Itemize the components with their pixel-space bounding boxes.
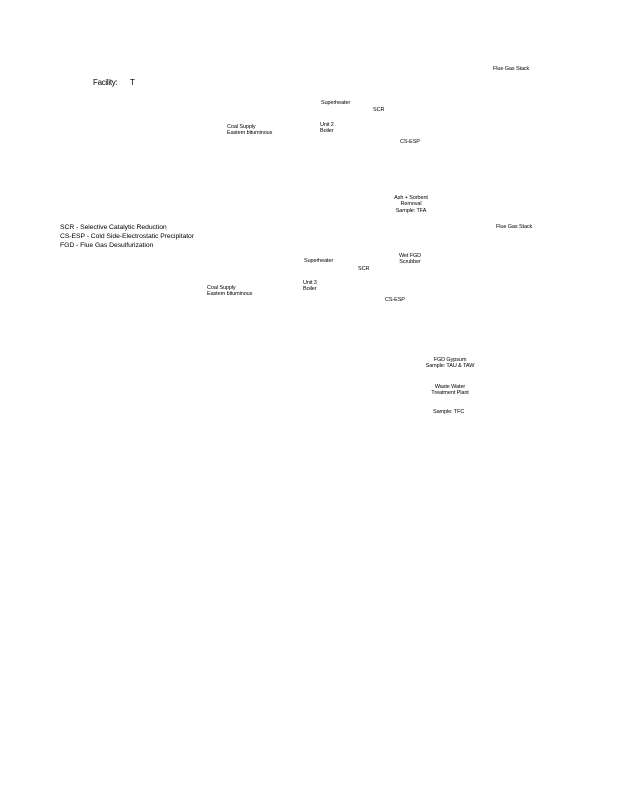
unit2-scr-label: SCR [373,107,385,113]
unit2-flue-gas-stack-label: Flue Gas Stack [493,66,530,72]
wet-fgd-line1: Wet FGD [398,253,422,259]
gypsum-line2: Sample: TAU & TAW [425,363,475,370]
ash-sorbent-removal-label: Ash + Sorbent Removal Sample: TFA [390,195,432,214]
unit3-cs-esp-label: CS-ESP [385,297,405,303]
unit3-boiler-line2: Boiler [303,286,317,293]
wwtp-line2: Treatment Plant [431,390,469,397]
unit2-coal-line1: Coal Supply [227,124,256,130]
unit2-cs-esp-label: CS-ESP [400,139,420,145]
unit2-coal-line2: Eastern bituminous [227,130,273,137]
unit2-boiler-label: Unit 2 Boiler [320,122,334,135]
unit3-boiler-line1: Unit 3 [303,280,317,286]
unit3-scr-label: SCR [358,266,370,272]
facility-value: T [130,78,135,87]
ash-line2: Removal [400,201,422,208]
unit3-coal-supply-label: Coal Supply Eastern bituminous [207,285,252,298]
ash-line1: Ash + Sorbent [394,195,428,201]
unit3-coal-line2: Eastern bituminous [207,291,253,298]
unit2-coal-supply-label: Coal Supply Eastern bituminous [227,124,272,137]
unit2-superheater-label: Superheater [321,100,351,106]
legend-scr: SCR - Selective Catalytic Reduction [60,224,167,231]
unit3-boiler-label: Unit 3 Boiler [303,280,317,293]
fgd-gypsum-label: FGD Gypsum Sample: TAU & TAW [420,357,480,370]
legend-cs-esp: CS-ESP - Cold Side-Electrostatic Precipi… [60,233,194,240]
ash-line3: Sample: TFA [395,207,427,214]
wwtp-line1: Waste Water [434,384,466,390]
unit2-boiler-line1: Unit 2 [320,122,334,128]
waste-water-treatment-label: Waste Water Treatment Plant [425,384,475,397]
wwtp-sample-label: Sample: TFC [433,409,465,415]
unit3-flue-gas-stack-label: Flue Gas Stack [496,224,533,230]
unit3-superheater-label: Superheater [304,258,334,264]
unit2-boiler-line2: Boiler [320,128,334,135]
wet-fgd-line2: Scrubber [399,259,421,266]
legend-fgd: FGD - Flue Gas Desulfurization [60,242,154,249]
unit3-coal-line1: Coal Supply [207,285,236,291]
wet-fgd-scrubber-label: Wet FGD Scrubber [394,253,426,266]
facility-label: Facility: [93,78,118,87]
gypsum-line1: FGD Gypsum [433,357,467,363]
